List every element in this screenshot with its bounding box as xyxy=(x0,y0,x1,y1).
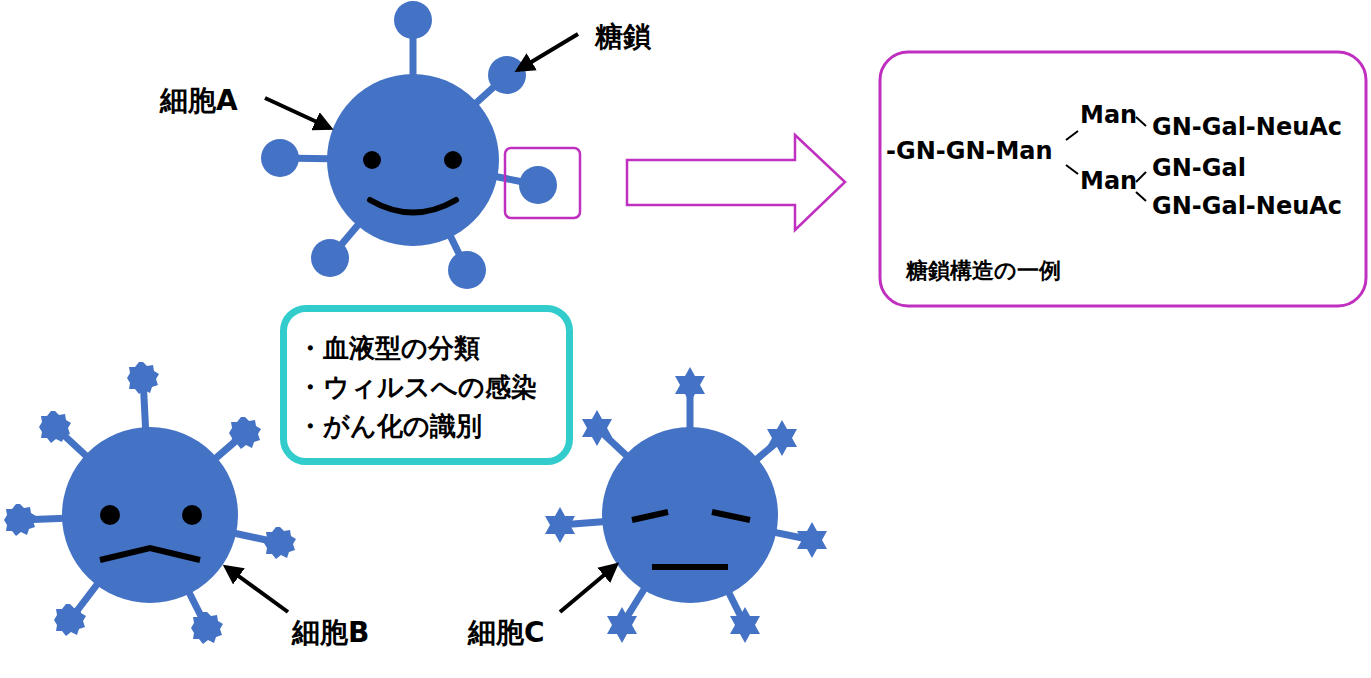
structure-text: -GN-GN-Man xyxy=(886,138,1053,166)
part-label: 糖鎖 xyxy=(595,22,651,53)
structure-text: GN-Gal xyxy=(1152,155,1246,183)
bullet-text: ・がん化の識別 xyxy=(297,412,482,442)
bullet-text: ・ウィルスへの感染 xyxy=(297,373,537,403)
bullet-text: ・血液型の分類 xyxy=(297,334,480,364)
structure-text: 糖鎖構造の一例 xyxy=(906,258,1061,283)
cell-a xyxy=(280,22,538,270)
cell-label: 細胞B xyxy=(292,618,369,649)
structure-text: Man xyxy=(1080,102,1137,130)
structure-text: Man xyxy=(1080,168,1137,196)
cell-label: 細胞C xyxy=(468,618,545,649)
structure-text: GN-Gal-NeuAc xyxy=(1152,193,1342,221)
structure-box: -GN-GN-ManManGN-Gal-NeuAcManGN-GalGN-Gal… xyxy=(882,54,1364,304)
cell-label: 細胞A xyxy=(160,86,238,117)
feature-box: ・血液型の分類・ウィルスへの感染・がん化の識別 xyxy=(280,305,573,465)
structure-text: GN-Gal-NeuAc xyxy=(1152,114,1342,142)
